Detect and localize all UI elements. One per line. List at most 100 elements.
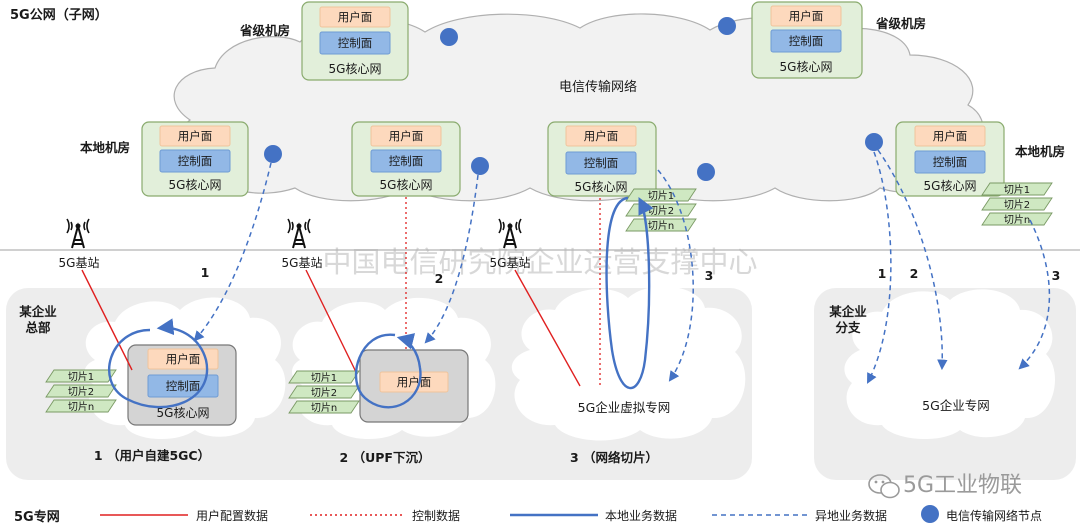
core-box-provincial-left: 用户面 控制面 5G核心网	[301, 1, 409, 81]
path-number: 3	[1052, 268, 1061, 283]
control-plane-label: 控制面	[178, 154, 213, 168]
slice-strip	[288, 370, 360, 384]
transport-node	[718, 17, 736, 35]
core-box-local-3: 用户面 控制面 5G核心网	[547, 121, 657, 197]
slice-strip	[981, 197, 1053, 211]
legend-transport-node-swatch	[921, 505, 939, 523]
room-label-local-right: 本地机房	[1015, 144, 1065, 159]
legend-transport-node-label: 电信传输网络节点	[946, 508, 1042, 523]
enterprise-private-network-label: 5G企业专网	[922, 398, 990, 413]
user-plane-label: 用户面	[338, 10, 373, 24]
slice-label: 切片n	[68, 400, 94, 413]
transport-node	[264, 145, 282, 163]
control-plane-label: 控制面	[389, 154, 424, 168]
core-network-label: 5G核心网	[575, 180, 628, 194]
core-network-label: 5G核心网	[329, 62, 382, 76]
slice-stack: 切片1 切片2 切片n	[288, 370, 360, 414]
sunk-upf-box: 用户面	[359, 349, 469, 423]
on-premise-core-box: 用户面 控制面 5G核心网	[127, 344, 237, 426]
slice-label: 切片1	[311, 371, 337, 384]
user-plane-label: 用户面	[389, 129, 424, 143]
slice-label: 切片2	[648, 204, 674, 217]
remote-service-link-branch-3	[1018, 219, 1051, 370]
slice-strip	[981, 212, 1053, 226]
room-label-provincial-right: 省级机房	[875, 16, 926, 31]
core-box-local-1: 用户面 控制面 5G核心网	[141, 121, 249, 197]
slice-stack: 切片1 切片2 切片n	[625, 188, 697, 232]
remote-service-link-3	[657, 169, 694, 382]
control-plane-label: 控制面	[933, 155, 968, 169]
mode-label-1: 1 （用户自建5GC）	[94, 448, 210, 463]
enterprise-cloud-3	[511, 286, 746, 441]
core-box-local-4: 用户面 控制面 5G核心网	[895, 121, 1005, 197]
core-network-label: 5G核心网	[780, 60, 833, 74]
slice-strip	[45, 399, 117, 413]
remote-service-link-branch-1	[867, 151, 892, 384]
core-network-label: 5G核心网	[924, 179, 977, 193]
user-plane-label: 用户面	[789, 9, 824, 23]
transport-node	[471, 157, 489, 175]
control-plane-label: 控制面	[584, 156, 619, 170]
core-network-label: 5G核心网	[380, 178, 433, 192]
path-number: 1	[201, 265, 210, 280]
base-station-icon	[66, 218, 90, 249]
base-station-label: 5G基站	[282, 256, 323, 270]
slice-strip	[625, 218, 697, 232]
transport-node	[697, 163, 715, 181]
user-plane-label: 用户面	[397, 375, 432, 389]
base-station-label: 5G基站	[490, 256, 531, 270]
slice-label: 切片1	[1004, 183, 1030, 196]
slice-label: 切片1	[648, 189, 674, 202]
enterprise-branch-label-line1: 某企业	[829, 304, 867, 319]
local-service-loop-1	[108, 318, 209, 409]
enterprise-branch-label-line2: 分支	[835, 320, 861, 335]
user-config-link	[514, 269, 581, 387]
slice-label: 切片2	[311, 386, 337, 399]
legend-user-config-label: 用户配置数据	[196, 508, 268, 523]
slice-strip	[45, 384, 117, 398]
core-box-local-2: 用户面 控制面 5G核心网	[351, 121, 461, 197]
path-number: 3	[705, 268, 714, 283]
control-plane-label: 控制面	[338, 36, 373, 50]
user-config-link	[305, 269, 357, 373]
enterprise-hq-label-line2: 总部	[25, 320, 51, 335]
path-number: 2	[435, 271, 444, 286]
slice-label: 切片2	[68, 385, 94, 398]
cloud-label: 电信传输网络	[559, 79, 637, 95]
slice-label: 切片2	[1004, 198, 1030, 211]
slice-label: 切片n	[1004, 213, 1030, 226]
slice-label: 切片n	[648, 219, 674, 232]
mode-label-2: 2 （UPF下沉）	[340, 450, 431, 465]
user-plane-label: 用户面	[584, 129, 619, 143]
base-station-label: 5G基站	[59, 256, 100, 270]
slice-strip	[288, 400, 360, 414]
legend-remote-service-label: 异地业务数据	[815, 508, 887, 523]
slice-label: 切片n	[311, 401, 337, 414]
virtual-private-network-label: 5G企业虚拟专网	[578, 400, 671, 415]
slice-stack: 切片1 切片2 切片n	[981, 182, 1053, 226]
path-number: 1	[878, 266, 887, 281]
user-config-link	[81, 269, 133, 371]
public-network-title: 5G公网（子网）	[10, 7, 108, 23]
control-plane-label: 控制面	[789, 34, 824, 48]
transport-node	[440, 28, 458, 46]
local-service-loop-2	[354, 333, 422, 409]
room-label-provincial-left: 省级机房	[239, 23, 290, 38]
remote-service-link-branch-2	[877, 149, 948, 371]
legend-control-label: 控制数据	[412, 508, 460, 523]
watermark-text: 中国电信研究院企业运营支撑中心	[322, 245, 757, 279]
core-network-label: 5G核心网	[169, 178, 222, 192]
slice-strip	[45, 369, 117, 383]
legend-local-service-label: 本地业务数据	[605, 508, 677, 523]
mode-label-3: 3 （网络切片）	[570, 450, 658, 465]
remote-service-link-1	[193, 162, 272, 342]
local-service-loop-3	[605, 196, 654, 390]
wechat-icon	[868, 474, 900, 499]
core-network-label: 5G核心网	[157, 406, 210, 420]
base-station-icon	[287, 218, 311, 249]
user-plane-label: 用户面	[933, 129, 968, 143]
transport-node	[865, 133, 883, 151]
